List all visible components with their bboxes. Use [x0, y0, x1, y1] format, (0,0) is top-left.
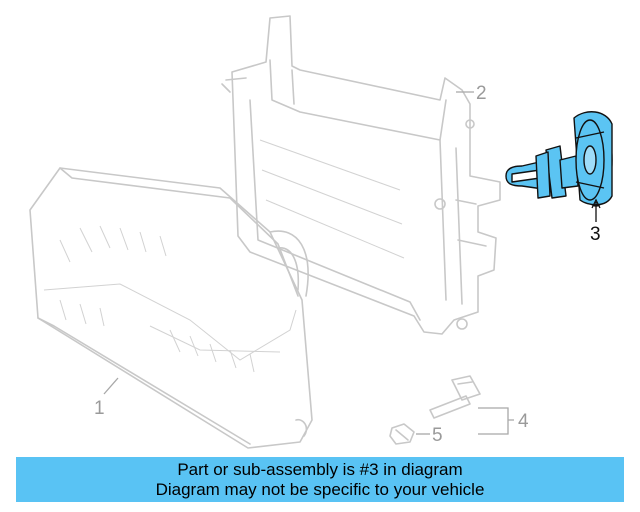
clip-part-5	[389, 423, 415, 445]
info-banner: Part or sub-assembly is #3 in diagram Di…	[16, 457, 624, 502]
leader-line-4	[478, 407, 514, 435]
callout-2: 2	[476, 83, 487, 104]
banner-line-part-number: Part or sub-assembly is #3 in diagram	[177, 459, 463, 479]
callout-3: 3	[590, 224, 601, 245]
leader-line-1	[103, 377, 119, 395]
bulb-assembly-part-3	[505, 111, 613, 207]
bolt-part-4	[429, 375, 481, 419]
banner-line-disclaimer: Diagram may not be specific to your vehi…	[155, 479, 485, 499]
callout-5: 5	[432, 425, 443, 446]
callout-1: 1	[94, 398, 105, 419]
bracket-part-2	[221, 15, 501, 335]
leader-arrowhead-3	[591, 198, 601, 209]
headlamp-housing-part-1	[29, 167, 313, 449]
callout-4: 4	[518, 411, 529, 432]
